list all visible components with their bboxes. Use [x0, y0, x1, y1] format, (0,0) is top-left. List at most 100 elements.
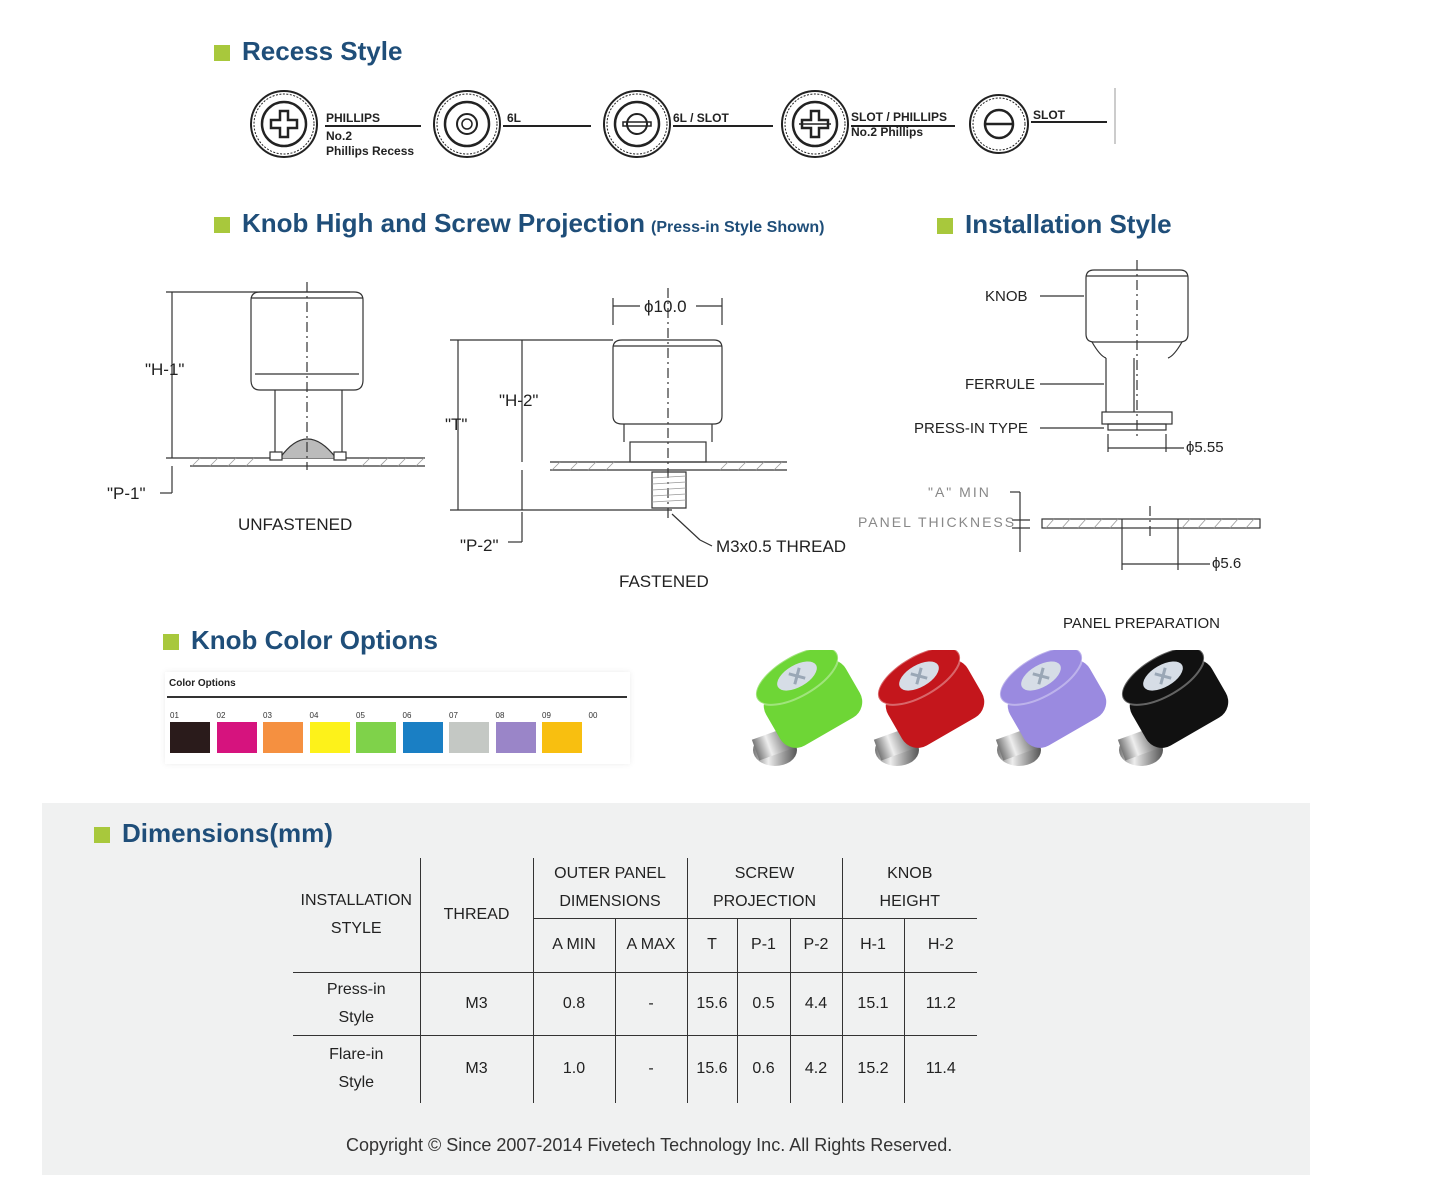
swatch-code: 05: [356, 711, 365, 720]
slot-phillips-recess-icon: [780, 89, 850, 159]
table-cell: 15.1: [841, 972, 904, 1036]
panel-preparation-label: PANEL PREPARATION: [1063, 615, 1220, 632]
t-label: "T": [445, 415, 468, 434]
table-cell: 0.8: [532, 972, 615, 1036]
header-a-max: A MAX: [614, 918, 687, 973]
row-thread: M3: [419, 972, 533, 1036]
swatch-code: 07: [449, 711, 458, 720]
press-in-type-label: PRESS-IN TYPE: [914, 420, 1028, 437]
color-options-heading: Color Options: [169, 678, 236, 689]
color-swatch-01: [170, 722, 210, 753]
header-t: T: [686, 918, 737, 973]
table-cell: -: [614, 972, 687, 1036]
knob-product-image: [873, 650, 985, 766]
diameter-10-label: ϕ10.0: [644, 297, 687, 316]
header-p1: P-1: [736, 918, 790, 973]
swatch-code: 03: [263, 711, 272, 720]
color-swatch-09: [542, 722, 582, 753]
knob-product-image: [751, 650, 863, 766]
6l-slot-recess-icon: [602, 89, 672, 159]
ferrule-label: FERRULE: [965, 376, 1036, 393]
table-cell: 15.6: [686, 972, 737, 1036]
header-a-min: A MIN: [532, 918, 615, 973]
recess-label-slot: SLOT: [1033, 108, 1065, 122]
header-p2: P-2: [789, 918, 842, 973]
recess-label-6l: 6L: [507, 111, 522, 125]
knob-color-options-title: Knob Color Options: [163, 625, 438, 656]
knob-label: KNOB: [985, 288, 1028, 305]
phillips-recess-icon: [249, 89, 319, 159]
header-thread: THREAD: [419, 858, 533, 973]
thread-label: M3x0.5 THREAD: [716, 537, 847, 556]
color-options-chart: Color Options 01 02 03 04 05 06 07 08 09 00: [165, 672, 630, 764]
swatch-code: 09: [542, 711, 551, 720]
color-swatch-03: [263, 722, 303, 753]
swatch-code: 02: [216, 711, 226, 720]
recess-label-phillips: PHILLIPS No.2 Phillips Recess: [326, 111, 415, 158]
bullet-square-icon: [214, 217, 230, 233]
swatch-code: 04: [309, 711, 319, 720]
table-cell: -: [614, 1035, 687, 1103]
swatch-code: 08: [495, 711, 505, 720]
knob-product-image: [1117, 650, 1229, 766]
recess-label-slot-phillips: SLOT / PHILLIPS No.2 Phillips: [851, 110, 948, 139]
knob-product-image: [995, 650, 1107, 766]
panel-thickness-label: PANEL THICKNESS: [858, 514, 1017, 530]
table-cell: 1.0: [532, 1035, 615, 1103]
bullet-square-icon: [937, 218, 953, 234]
6l-recess-icon: [432, 89, 502, 159]
swatch-code: 00: [588, 711, 598, 720]
dimensions-title: Dimensions(mm): [94, 818, 333, 849]
knob-projection-title: Knob High and Screw Projection (Press-in…: [214, 208, 824, 239]
table-cell: 15.2: [841, 1035, 904, 1103]
color-swatch-04: [309, 722, 350, 753]
color-swatch-05: [356, 722, 396, 753]
bullet-square-icon: [94, 827, 110, 843]
table-cell: 4.2: [789, 1035, 842, 1103]
color-swatch-00: [588, 722, 629, 753]
a-min-label: "A" MIN: [928, 484, 991, 500]
slot-recess-icon: [969, 94, 1029, 154]
product-photos: [751, 650, 1229, 766]
row-thread: M3: [419, 1035, 533, 1103]
table-cell: 11.2: [903, 972, 977, 1036]
projection-drawing: [160, 282, 787, 547]
color-swatch-07: [449, 722, 489, 753]
swatch-code: 06: [402, 711, 412, 720]
table-cell: 4.4: [789, 972, 842, 1036]
table-cell: 0.5: [736, 972, 790, 1036]
recess-style-icons: [249, 88, 1116, 159]
installation-style-title: Installation Style: [937, 209, 1172, 240]
color-swatch-06: [402, 722, 443, 753]
bullet-square-icon: [214, 45, 230, 61]
copyright-text: Copyright © Since 2007-2014 Fivetech Tec…: [346, 1135, 953, 1155]
diameter-5-6-label: ϕ5.6: [1212, 555, 1242, 572]
installation-drawing: [1010, 260, 1261, 570]
divider: [167, 696, 627, 698]
unfastened-label: UNFASTENED: [238, 515, 353, 534]
color-swatch-08: [495, 722, 536, 753]
table-cell: 0.6: [736, 1035, 790, 1103]
color-swatch-02: [216, 722, 257, 753]
recess-label-6l-slot: 6L / SLOT: [673, 111, 729, 125]
table-cell: 15.6: [686, 1035, 737, 1103]
header-h1: H-1: [841, 918, 904, 973]
h1-label: "H-1": [145, 360, 185, 379]
p1-label: "P-1": [107, 484, 146, 503]
fastened-label: FASTENED: [619, 572, 709, 591]
recess-style-title: Recess Style: [214, 36, 402, 67]
swatch-code: 01: [170, 711, 179, 720]
table-cell: 11.4: [903, 1035, 977, 1103]
p2-label: "P-2": [460, 536, 499, 555]
bullet-square-icon: [163, 634, 179, 650]
h2-label: "H-2": [499, 391, 539, 410]
diameter-5-55-label: ϕ5.55: [1186, 439, 1224, 456]
